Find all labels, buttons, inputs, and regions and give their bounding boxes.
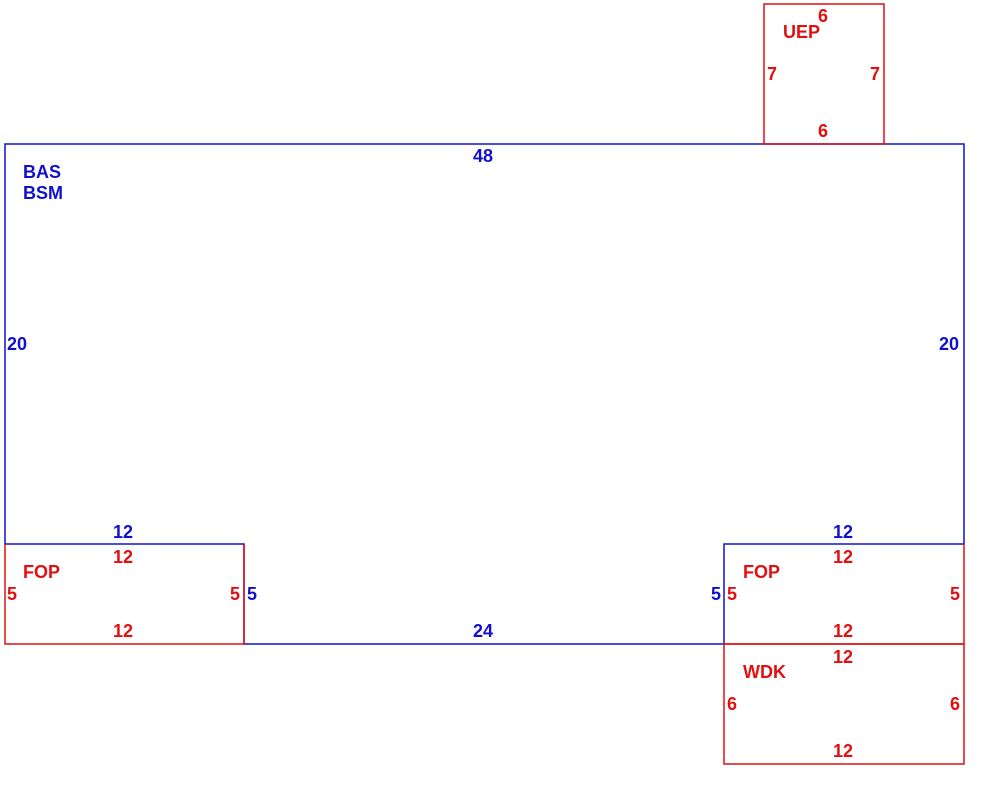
main-area-outline <box>4 143 965 645</box>
fop-left-outline <box>4 544 245 645</box>
uep-outline <box>763 3 885 145</box>
uep-left-dimension: 7 <box>767 64 777 84</box>
main-area-label-bas: BAS <box>23 162 61 182</box>
fop-right-area: FOP 12 5 5 12 <box>724 544 965 645</box>
fop-left-right-dimension: 5 <box>230 584 240 604</box>
wdk-top-dimension: 12 <box>833 647 853 667</box>
main-area-notch-right-height: 5 <box>711 584 721 604</box>
wdk-left-dimension: 6 <box>727 694 737 714</box>
fop-left-label: FOP <box>23 562 60 582</box>
uep-bottom-dimension: 6 <box>818 121 828 141</box>
main-area: BAS BSM 48 20 20 12 12 5 5 24 <box>4 143 965 645</box>
wdk-outline <box>723 643 965 765</box>
fop-left-top-dimension: 12 <box>113 547 133 567</box>
uep-area: UEP 6 7 7 6 <box>763 3 885 145</box>
fop-left-area: FOP 12 5 5 12 <box>4 544 245 645</box>
main-area-notch-left-height: 5 <box>247 584 257 604</box>
uep-label: UEP <box>783 22 820 42</box>
fop-left-bottom-dimension: 12 <box>113 621 133 641</box>
wdk-label: WDK <box>743 662 786 682</box>
main-area-left-dimension: 20 <box>7 334 27 354</box>
fop-right-left-dimension: 5 <box>727 584 737 604</box>
fop-left-left-dimension: 5 <box>7 584 17 604</box>
wdk-area: WDK 12 6 6 12 <box>723 643 965 765</box>
fop-right-bottom-dimension: 12 <box>833 621 853 641</box>
uep-top-dimension: 6 <box>818 6 828 26</box>
main-area-notch-left-width: 12 <box>113 522 133 542</box>
wdk-bottom-dimension: 12 <box>833 741 853 761</box>
uep-right-dimension: 7 <box>870 64 880 84</box>
fop-right-label: FOP <box>743 562 780 582</box>
main-area-label-bsm: BSM <box>23 183 63 203</box>
main-area-top-dimension: 48 <box>473 146 493 166</box>
main-area-right-dimension: 20 <box>939 334 959 354</box>
main-area-bottom-dimension: 24 <box>473 621 493 641</box>
main-area-notch-right-width: 12 <box>833 522 853 542</box>
fop-right-top-dimension: 12 <box>833 547 853 567</box>
wdk-right-dimension: 6 <box>950 694 960 714</box>
fop-right-right-dimension: 5 <box>950 584 960 604</box>
